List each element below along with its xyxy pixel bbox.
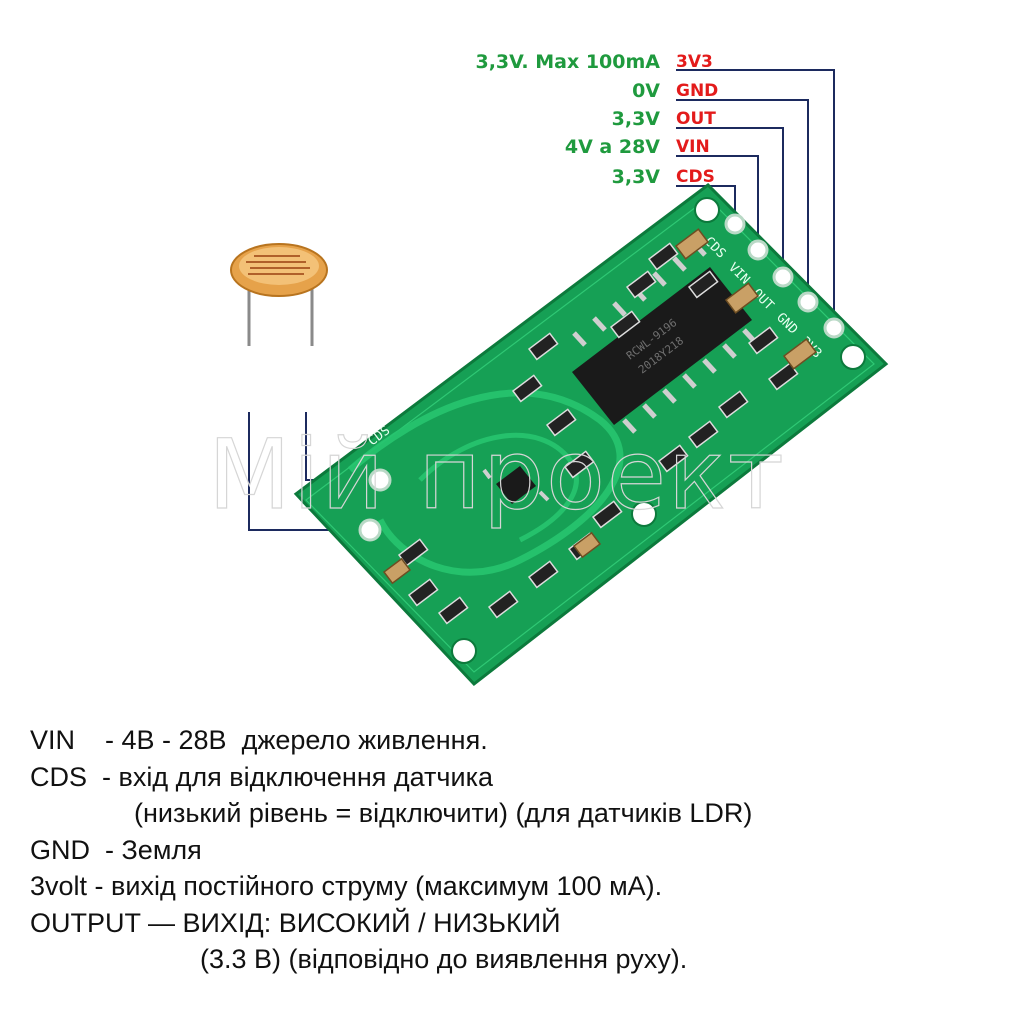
leader-line-out [676,127,784,272]
pin-voltage-3v3: 3,3V. Max 100mA [475,51,660,73]
desc-line-cds-note: (низький рівень = відключити) (для датчи… [134,798,753,828]
pin-name-cds: CDS [676,167,715,187]
pin-name-3v3: 3V3 [676,52,713,72]
pin-voltage-gnd: 0V [632,80,660,102]
pin-voltage-vin: 4V a 28V [565,136,660,158]
pin-voltage-cds: 3,3V [612,166,661,188]
pin-description: VIN - 4В - 28В джерело живлення. CDS - в… [30,722,1000,978]
pin-leader-lines [676,69,835,322]
ldr-photoresistor [230,243,328,346]
pcb-board: CDS CDS VIN OUT GND 3V3 [293,183,889,687]
smd-components [382,228,818,625]
leader-line-cds [676,185,736,218]
desc-line-gnd: GND - Земля [30,834,202,865]
leader-line-vin [676,155,759,245]
pin-name-out: OUT [676,109,716,129]
leader-line-3v3 [676,69,835,322]
pin-labels: 3,3V. Max 100mA 3V3 0V GND 3,3V OUT 4V a… [475,51,718,188]
desc-line-cds: CDS - вхід для відключення датчика [30,761,493,792]
desc-line-3volt: 3volt - вихід постійного струму (максиму… [30,871,663,901]
pin-name-gnd: GND [676,81,718,101]
leader-line-gnd [676,99,809,297]
transistor [482,466,550,504]
pin-voltage-out: 3,3V [612,108,661,130]
pin-name-vin: VIN [676,137,710,157]
desc-line-output-note: (3.3 В) (відповідно до виявлення руху). [200,944,688,974]
desc-line-output: OUTPUT — ВИХІД: ВИСОКИЙ / НИЗЬКИЙ [30,907,561,938]
desc-line-vin: VIN - 4В - 28В джерело живлення. [30,725,488,755]
watermark-text: Mій проект [208,419,786,531]
edge-pin-pads [724,213,845,339]
